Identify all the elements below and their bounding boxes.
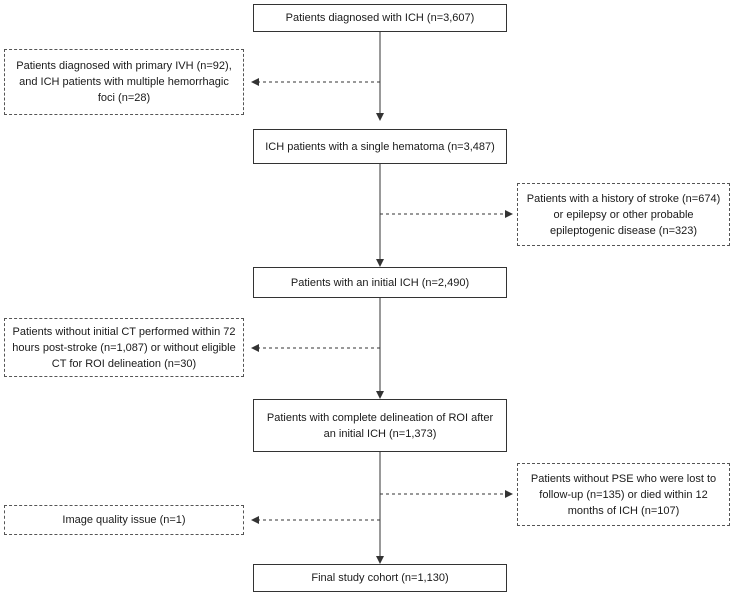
stage-box-roi-delineation: Patients with complete delineation of RO…	[253, 399, 507, 452]
stage-box-single-hematoma: ICH patients with a single hematoma (n=3…	[253, 129, 507, 164]
exclusion-box-no-initial-ct: Patients without initial CT performed wi…	[4, 318, 244, 377]
stage-box-initial-ich: Patients with an initial ICH (n=2,490)	[253, 267, 507, 298]
exclusion-box-lost-followup-died: Patients without PSE who were lost to fo…	[517, 463, 730, 526]
stage-box-final-cohort: Final study cohort (n=1,130)	[253, 564, 507, 592]
exclusion-box-ivh-multiple-foci: Patients diagnosed with primary IVH (n=9…	[4, 49, 244, 115]
stage-box-diagnosed: Patients diagnosed with ICH (n=3,607)	[253, 4, 507, 32]
exclusion-box-history-stroke-epilepsy: Patients with a history of stroke (n=674…	[517, 183, 730, 246]
exclusion-box-image-quality: Image quality issue (n=1)	[4, 505, 244, 535]
